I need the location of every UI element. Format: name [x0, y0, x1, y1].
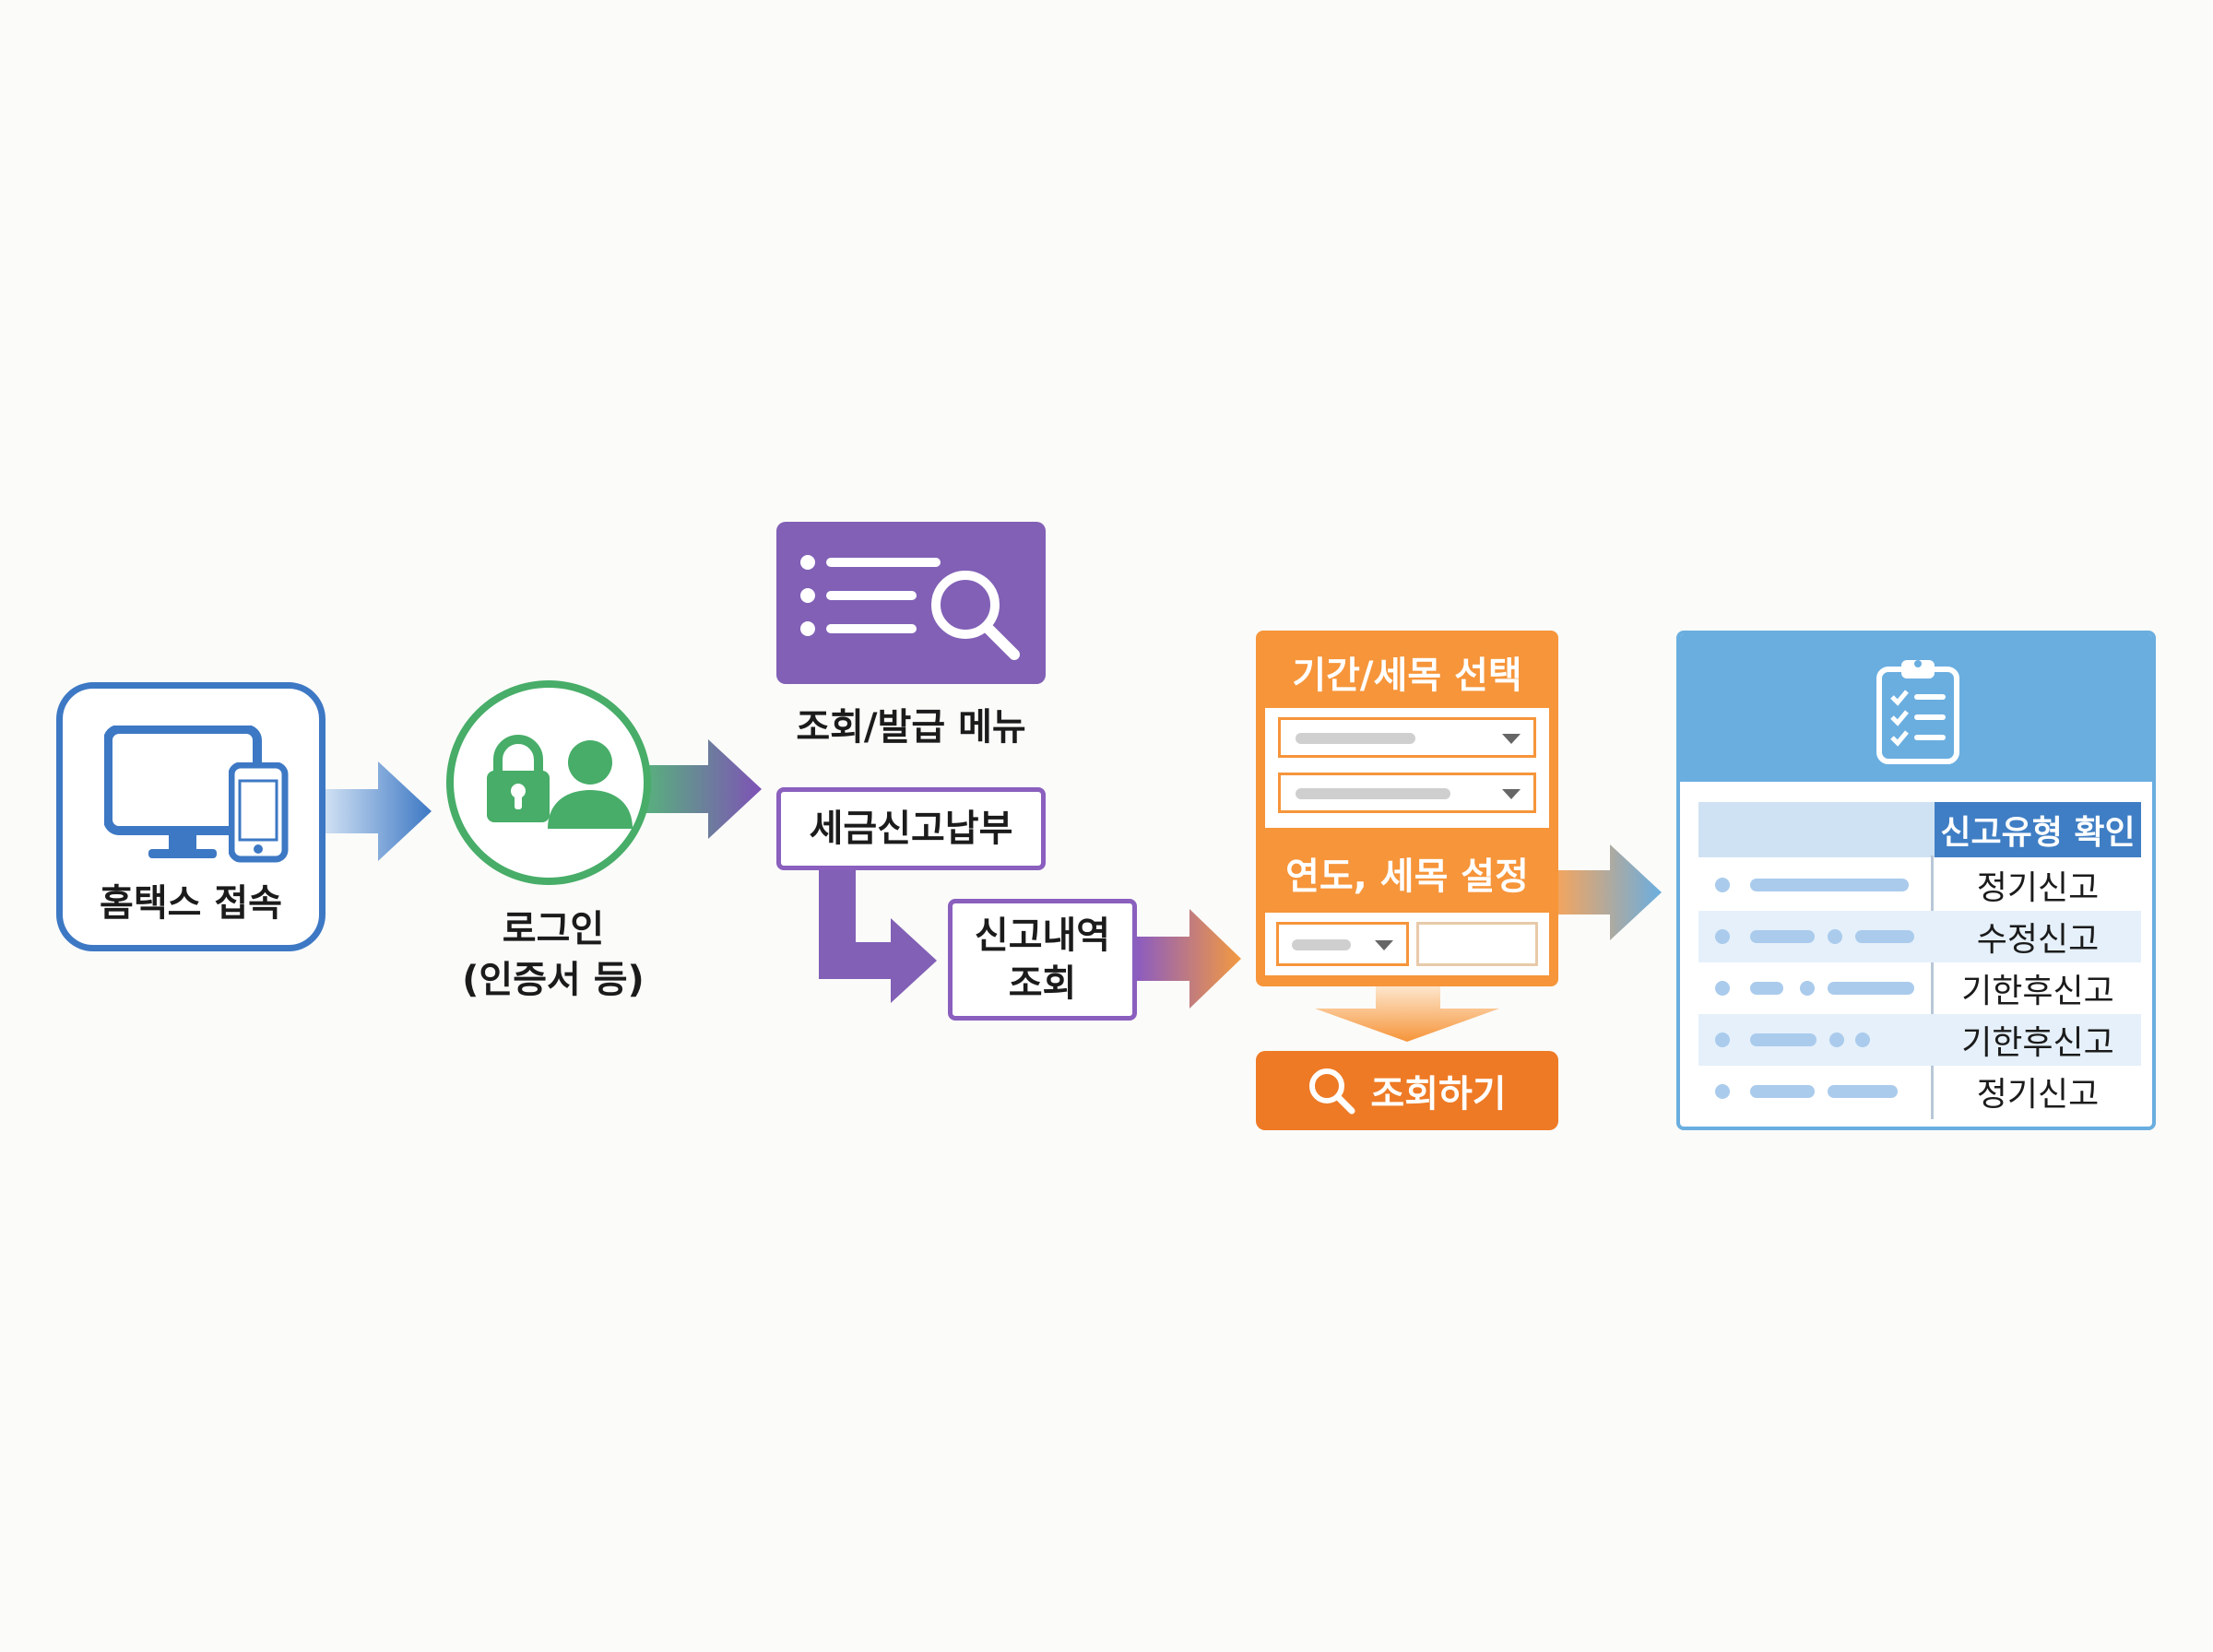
user-icon — [548, 740, 633, 829]
report-type-column-header: 신고유형 확인 — [1935, 802, 2141, 857]
search-icon — [1309, 1068, 1355, 1115]
chevron-down-icon — [1502, 734, 1521, 744]
search-form-panel: 기간/세목 선택 연도, 세목 설정 — [1256, 631, 1558, 986]
column-divider — [1931, 856, 1934, 1119]
menu-item-filing-history[interactable]: 신고내역 조회 — [948, 899, 1137, 1021]
table-row: 수정신고 — [1698, 911, 2141, 962]
year-tax-setting-header: 연도, 세목 설정 — [1285, 856, 1529, 898]
arrow-menu-elbow — [819, 870, 937, 1003]
search-button-label: 조회하기 — [1370, 1073, 1507, 1115]
arrow-to-search — [1137, 909, 1241, 1009]
monitor-icon — [104, 726, 262, 858]
lock-icon — [487, 735, 550, 822]
table-row: 기한후신고 — [1698, 1014, 2141, 1066]
step-hometax-card: 홈택스 접속 — [56, 682, 325, 951]
clipboard-checklist-icon — [1876, 660, 1959, 764]
report-type-cell: 수정신고 — [1976, 921, 2100, 959]
table-header-placeholder — [1698, 802, 1935, 857]
table-row: 정기신고 — [1698, 1066, 2141, 1117]
login-label-line2: (인증서 등) — [462, 959, 645, 1001]
phone-icon — [229, 762, 289, 863]
list-search-icon — [800, 555, 1020, 660]
arrow-to-menu — [645, 739, 762, 839]
arrow-to-result — [1558, 844, 1662, 940]
menu-item-tax-filing[interactable]: 세금신고납부 — [776, 787, 1046, 870]
period-dropdown[interactable] — [1278, 717, 1536, 758]
search-button[interactable]: 조회하기 — [1256, 1051, 1558, 1130]
table-row: 정기신고 — [1698, 859, 2141, 911]
step-login-circle — [446, 680, 651, 885]
year-dropdown[interactable] — [1276, 922, 1409, 966]
menu-label: 조회/발급 메뉴 — [796, 706, 1026, 749]
login-label-line1: 로그인 — [502, 908, 605, 950]
filing-history-line2: 조회 — [1008, 962, 1077, 1005]
menu-panel — [776, 522, 1046, 684]
select-panel — [1265, 708, 1549, 828]
table-row: 기한후신고 — [1698, 962, 2141, 1014]
chevron-down-icon — [1375, 940, 1393, 950]
result-header-bar — [1680, 634, 2152, 782]
setting-panel — [1265, 913, 1549, 975]
period-tax-select-header: 기간/세목 선택 — [1292, 655, 1522, 697]
hometax-label: 홈택스 접속 — [100, 882, 282, 925]
report-type-cell: 기한후신고 — [1961, 973, 2114, 1010]
tax-input-field[interactable] — [1416, 922, 1538, 966]
report-type-cell: 기한후신고 — [1961, 1024, 2114, 1062]
arrow-to-login — [325, 761, 432, 861]
tax-type-dropdown[interactable] — [1278, 773, 1536, 813]
chevron-down-icon — [1502, 789, 1521, 799]
result-table-card: 신고유형 확인 정기신고 수정신고 기한후신고 기한후신고 정기신고 — [1676, 631, 2156, 1130]
filing-history-line1: 신고내역 — [974, 914, 1111, 957]
arrow-down-to-button — [1315, 986, 1499, 1042]
report-type-cell: 정기신고 — [1976, 1076, 2100, 1114]
report-type-cell: 정기신고 — [1976, 869, 2100, 907]
